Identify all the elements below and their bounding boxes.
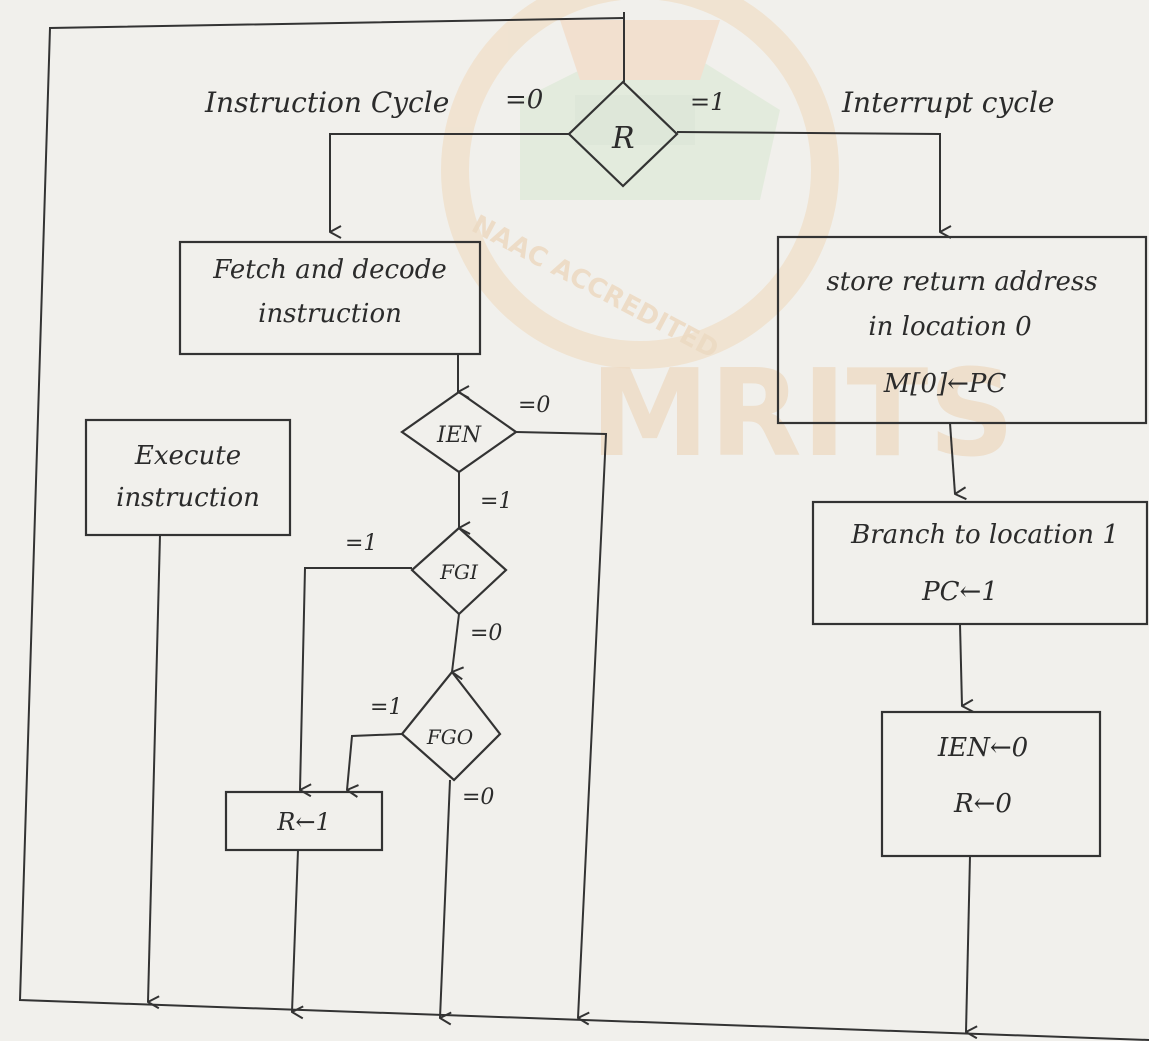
ien-no-arrow <box>515 431 608 1026</box>
ien-yes-label: =1 <box>480 489 512 514</box>
instruction-cycle-label: Instruction Cycle <box>204 86 449 119</box>
branch-line1: Branch to location 1 <box>850 520 1119 550</box>
decision-fgi-label: FGI <box>439 560 479 584</box>
decision-r-label: R <box>611 121 635 156</box>
fgi-no-label: =0 <box>470 621 502 646</box>
store-line1: store return address <box>826 267 1097 297</box>
decision-fgo-label: FGO <box>426 725 473 749</box>
branch-left-arrow <box>329 133 569 239</box>
branch-to-clear-arrow <box>959 623 974 713</box>
branch-right-arrow <box>676 131 952 239</box>
store-line3: M[0]←PC <box>883 369 1007 399</box>
interrupt-cycle-label: Interrupt cycle <box>841 86 1055 119</box>
watermark-text: MRITS <box>590 345 1015 484</box>
execute-line2: instruction <box>116 483 260 513</box>
execute-box <box>84 418 292 537</box>
fgo-yes-label: =1 <box>370 695 402 720</box>
instruction-cycle-condition: =0 <box>505 85 543 115</box>
set-r-down-arrow <box>291 849 304 1020</box>
fetch-decode-line1: Fetch and decode <box>212 255 446 285</box>
store-to-branch-arrow <box>949 422 967 501</box>
fgi-to-fgo-arrow <box>451 613 465 681</box>
branch-line2: PC←1 <box>921 577 998 607</box>
fetch-decode-line2: instruction <box>258 299 402 329</box>
decision-ien-label: IEN <box>436 423 482 448</box>
execute-line1: Execute <box>134 441 241 471</box>
clear-flags-box <box>880 710 1102 858</box>
clear-down-arrow <box>965 855 978 1040</box>
fgi-yes-arrow <box>299 567 412 798</box>
fgi-yes-label: =1 <box>345 531 377 556</box>
interrupt-cycle-condition: =1 <box>690 88 725 116</box>
fetch-decode-box <box>178 240 482 356</box>
set-r-box <box>224 790 384 852</box>
fgo-no-label: =0 <box>462 785 494 810</box>
fgo-no-arrow <box>439 779 452 1026</box>
fgo-yes-arrow <box>346 733 403 798</box>
ien-no-label: =0 <box>518 393 550 418</box>
store-return-box <box>776 235 1148 425</box>
clear-line2: R←0 <box>953 789 1012 819</box>
clear-line1: IEN←0 <box>937 733 1028 763</box>
branch-location-box <box>811 500 1149 626</box>
store-line2: in location 0 <box>868 312 1031 342</box>
decision-r-diamond <box>567 80 679 188</box>
set-r-label: R←1 <box>276 808 330 836</box>
execute-down-arrow <box>147 534 161 1010</box>
decision-fgo-diamond <box>400 670 502 782</box>
